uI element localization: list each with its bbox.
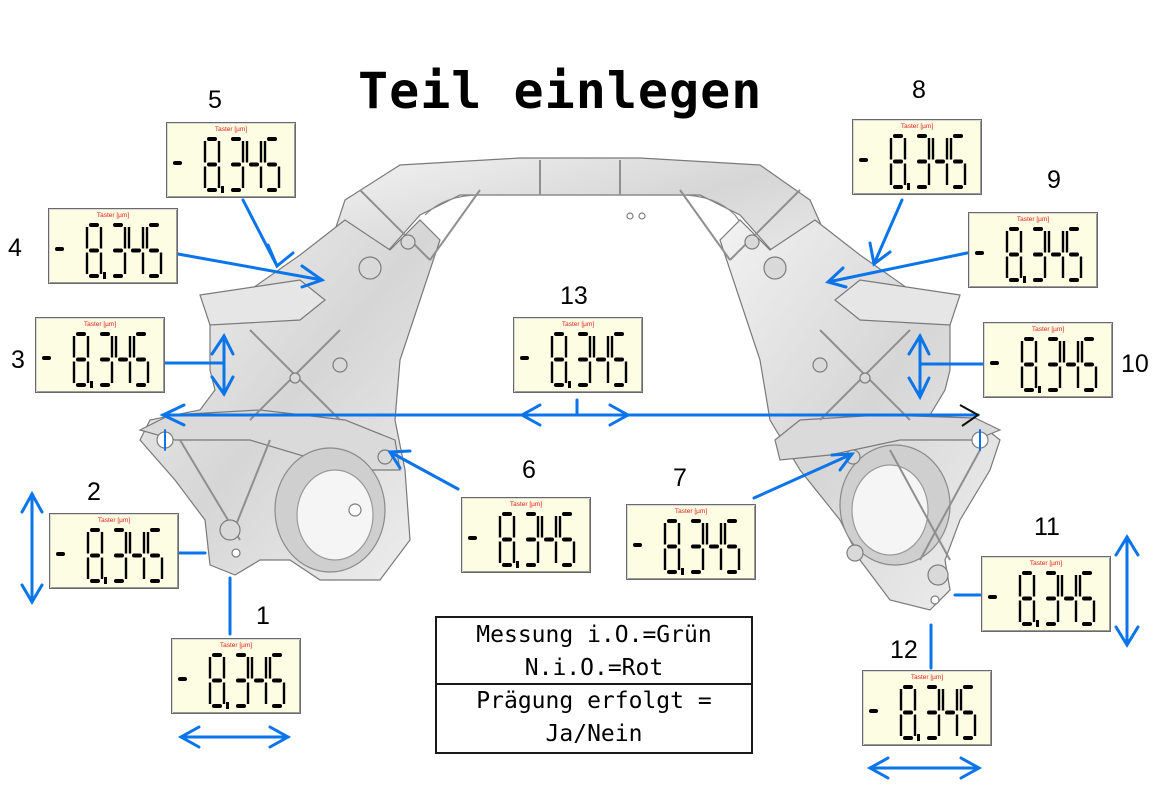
seven-segment-reading xyxy=(520,332,628,388)
gauge-display-10: Taster [µm] xyxy=(983,322,1113,398)
seven-segment-reading xyxy=(988,571,1096,627)
seven-segment-reading xyxy=(178,653,286,709)
gauge-display-7: Taster [µm] xyxy=(626,504,756,580)
gauge-label: Taster [µm] xyxy=(509,501,543,508)
legend-line-yes-no: Ja/Nein xyxy=(545,721,643,747)
gauge-number-5: 5 xyxy=(208,86,222,114)
gauge-number-12: 12 xyxy=(890,636,918,664)
gauge-number-10: 10 xyxy=(1121,350,1149,378)
gauge-number-6: 6 xyxy=(522,456,536,484)
legend-line-nok: N.i.O.=Rot xyxy=(524,655,664,681)
gauge-number-3: 3 xyxy=(11,346,25,374)
gauge-number-4: 4 xyxy=(8,234,22,262)
gauge-display-8: Taster [µm] xyxy=(852,119,982,195)
gauge-label: Taster [µm] xyxy=(214,126,248,133)
seven-segment-reading xyxy=(859,134,967,190)
part-ribs xyxy=(179,160,981,561)
legend-line-embossing: Prägung erfolgt = xyxy=(476,688,712,714)
seven-segment-reading xyxy=(990,337,1098,393)
gauge-number-13: 13 xyxy=(560,282,588,310)
seven-segment-reading xyxy=(55,223,163,279)
gauge-display-12: Taster [µm] xyxy=(862,670,992,746)
part-bosses xyxy=(219,234,949,586)
gauge-display-4: Taster [µm] xyxy=(48,208,178,284)
seven-segment-reading xyxy=(468,512,576,568)
legend-line-ok: Messung i.O.=Grün xyxy=(476,622,712,648)
seven-segment-reading xyxy=(173,137,281,193)
gauge-label: Taster [µm] xyxy=(219,642,253,649)
gauge-display-2: Taster [µm] xyxy=(49,513,179,589)
page-title: Teil einlegen xyxy=(358,62,763,120)
gauge-number-8: 8 xyxy=(912,76,926,104)
seven-segment-reading xyxy=(42,332,150,388)
gauge-label: Taster [µm] xyxy=(910,674,944,681)
measurement-arrows xyxy=(20,198,1140,780)
gauge-label: Taster [µm] xyxy=(1031,326,1065,333)
gauge-number-2: 2 xyxy=(87,478,101,506)
legend-embossing: Prägung erfolgt = Ja/Nein xyxy=(437,685,751,752)
gauge-display-13: Taster [µm] xyxy=(513,317,643,393)
seven-segment-reading xyxy=(633,519,741,575)
gauge-label: Taster [µm] xyxy=(900,123,934,130)
gauge-label: Taster [µm] xyxy=(561,321,595,328)
gauge-display-9: Taster [µm] xyxy=(968,212,1098,288)
gauge-number-11: 11 xyxy=(1034,513,1060,541)
gauge-number-1: 1 xyxy=(256,602,270,630)
result-legend: Messung i.O.=Grün N.i.O.=Rot Prägung erf… xyxy=(435,616,753,754)
gauge-label: Taster [µm] xyxy=(96,212,130,219)
gauge-label: Taster [µm] xyxy=(97,517,131,524)
legend-measurement: Messung i.O.=Grün N.i.O.=Rot xyxy=(437,618,751,685)
gauge-display-6: Taster [µm] xyxy=(461,497,591,573)
seven-segment-reading xyxy=(56,528,164,584)
gauge-label: Taster [µm] xyxy=(83,321,117,328)
gauge-display-5: Taster [µm] xyxy=(166,122,296,198)
gauge-number-9: 9 xyxy=(1047,166,1061,194)
gauge-label: Taster [µm] xyxy=(1016,216,1050,223)
seven-segment-reading xyxy=(975,227,1083,283)
gauge-label: Taster [µm] xyxy=(674,508,708,515)
gauge-number-7: 7 xyxy=(673,464,687,492)
black-arrowhead xyxy=(959,404,980,427)
gauge-display-11: Taster [µm] xyxy=(981,556,1111,632)
gauge-display-1: Taster [µm] xyxy=(171,638,301,714)
gauge-label: Taster [µm] xyxy=(1029,560,1063,567)
gauge-display-3: Taster [µm] xyxy=(35,317,165,393)
seven-segment-reading xyxy=(869,685,977,741)
